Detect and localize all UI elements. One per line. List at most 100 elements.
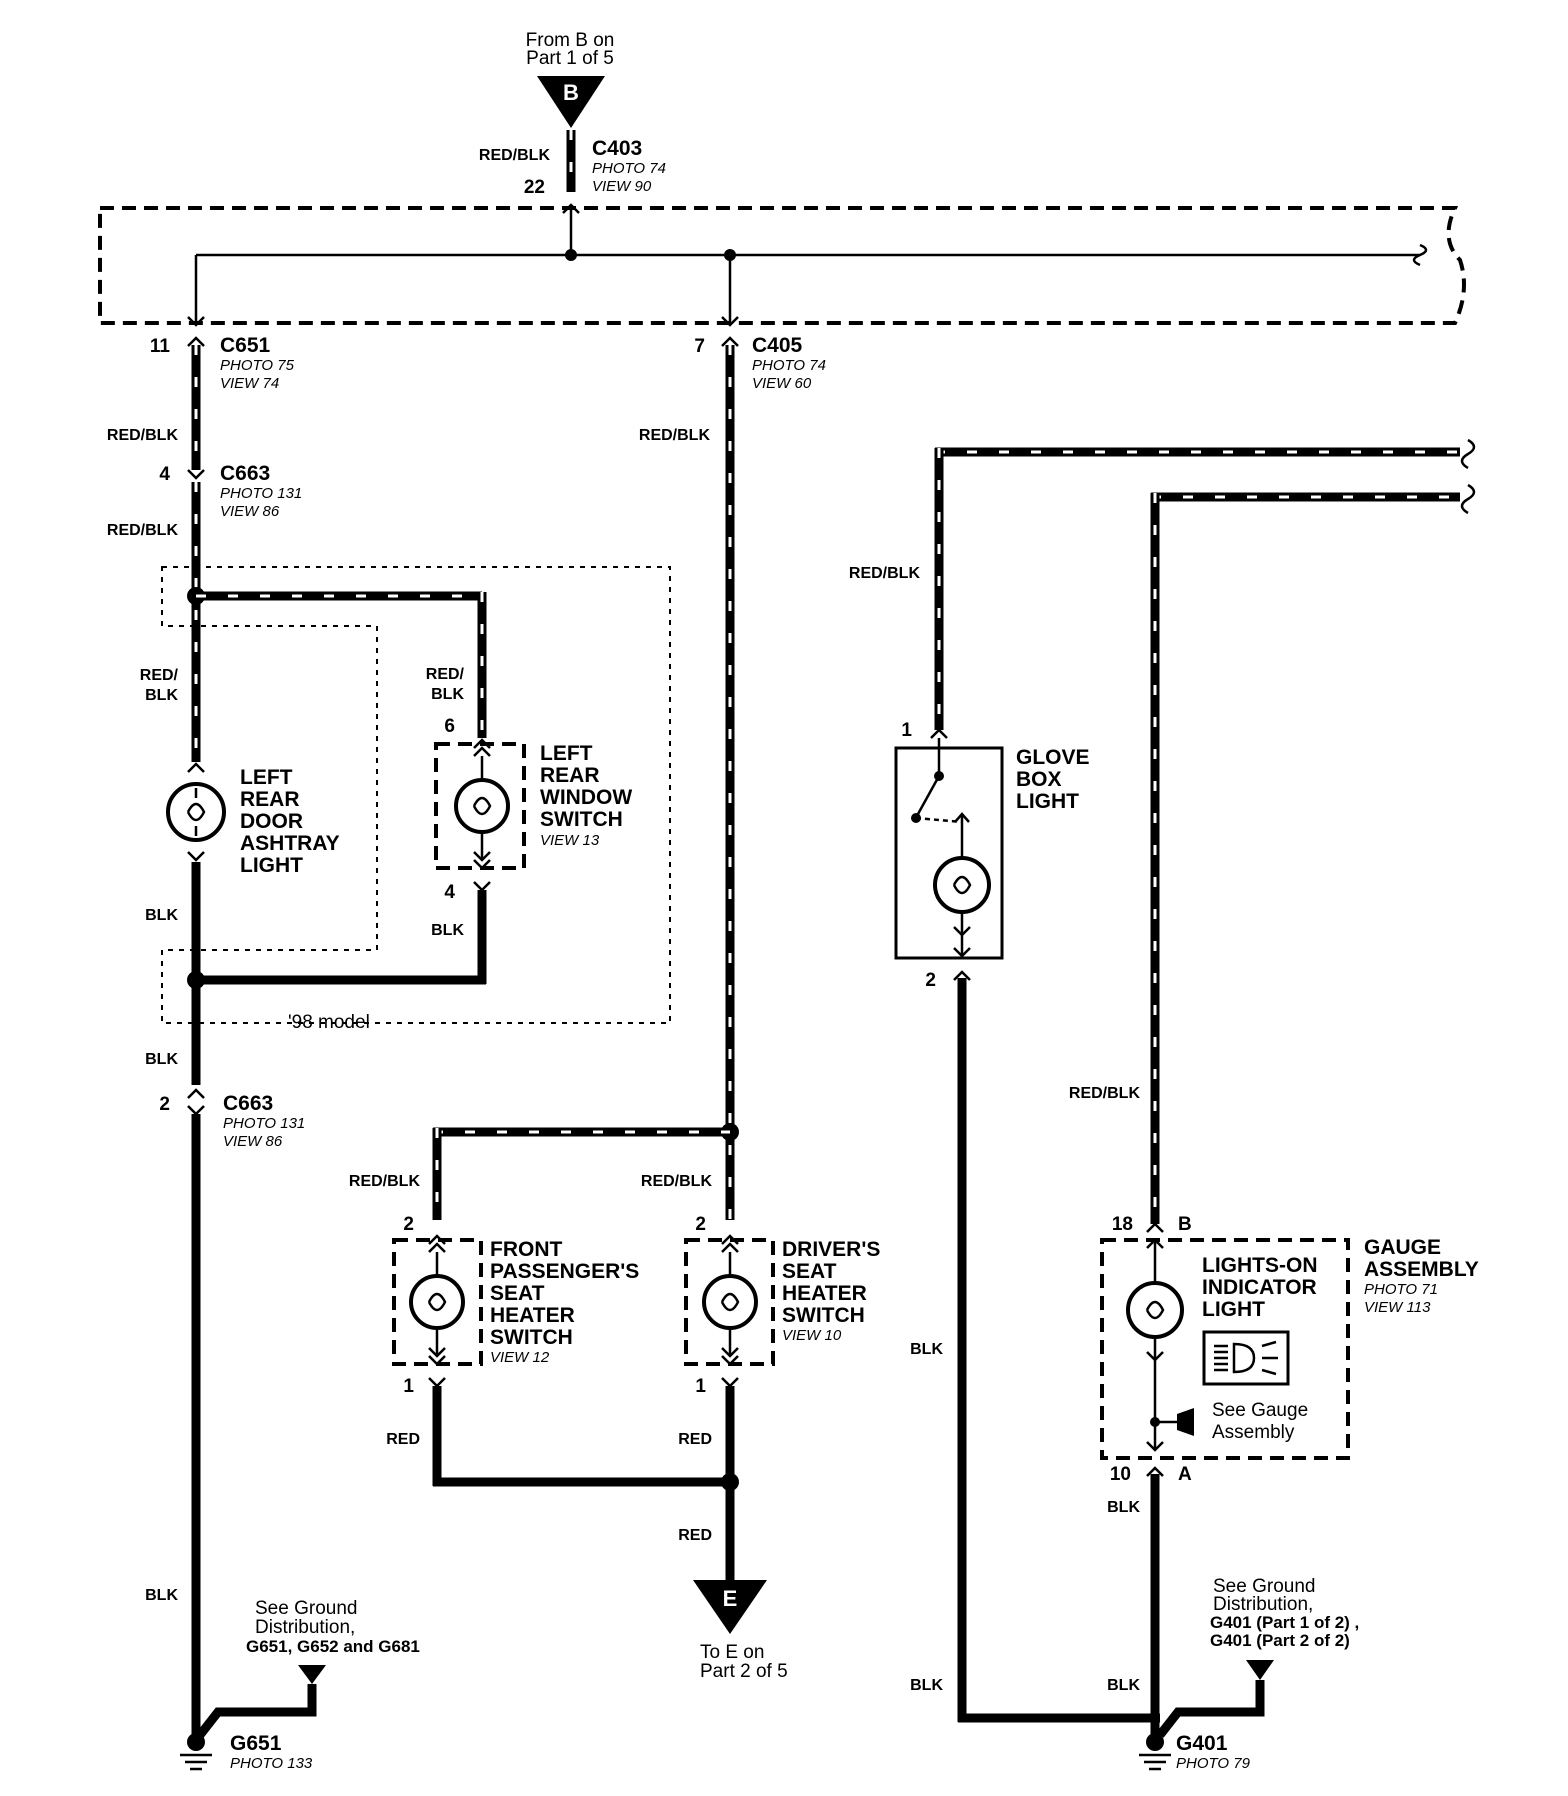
g651-see-1: See Ground [255, 1598, 357, 1619]
c651-view: VIEW 74 [220, 375, 279, 392]
g401-see-2: Distribution, [1213, 1594, 1313, 1615]
drv-seat-view: VIEW 10 [782, 1327, 842, 1344]
c403-wire-color: RED/BLK [479, 147, 551, 164]
g401-node [1146, 1733, 1164, 1751]
c651-photo: PHOTO 75 [220, 357, 295, 374]
window-switch-label-1: LEFT [540, 742, 593, 765]
gauge-see-2: Assembly [1212, 1422, 1295, 1443]
pass-seat-terminal-bottom-icon [428, 1347, 446, 1366]
window-switch-box [434, 742, 526, 870]
window-switch-terminal-icon [473, 738, 491, 757]
indicator-label-2: INDICATOR [1202, 1276, 1317, 1299]
window-switch-label-2: REAR [540, 764, 600, 787]
window-switch-conn-icon [473, 881, 491, 892]
glove-box-ground-color-lower: BLK [910, 1677, 943, 1694]
c403-photo: PHOTO 74 [592, 160, 666, 177]
ashtray-label-3: DOOR [240, 810, 303, 833]
glove-box-label-3: LIGHT [1016, 790, 1079, 813]
window-switch-pin-top: 6 [444, 716, 455, 737]
g651-ground-icon [180, 1753, 212, 1771]
drv-seat-pin-bottom: 1 [695, 1376, 706, 1397]
gauge-terminal-bottom-icon [1146, 1351, 1164, 1452]
g401-photo: PHOTO 79 [1176, 1755, 1251, 1772]
gauge-pin-bottom: 10 [1110, 1464, 1131, 1485]
drv-seat-pin-top: 2 [695, 1214, 706, 1235]
window-switch-label-3: WINDOW [540, 786, 632, 809]
gauge-photo: PHOTO 71 [1364, 1281, 1438, 1298]
drv-seat-label-3: HEATER [782, 1282, 867, 1305]
pass-seat-label-4: HEATER [490, 1304, 575, 1327]
glove-box-break-icon [1460, 438, 1476, 470]
pass-seat-filament-icon [427, 1252, 447, 1354]
gauge-ground-conn-icon [1146, 1466, 1164, 1477]
ashtray-filament-icon [186, 788, 206, 836]
destination-letter: E [723, 1586, 738, 1611]
pass-seat-out-color: RED [386, 1431, 420, 1448]
c663b-name: C663 [223, 1092, 273, 1115]
g651-photo: PHOTO 133 [230, 1755, 313, 1772]
window-switch-ground-color: BLK [431, 922, 464, 939]
c663b-photo: PHOTO 131 [223, 1115, 305, 1132]
destination-label-line1: To E on [700, 1642, 764, 1663]
indicator-label-3: LIGHT [1202, 1298, 1265, 1321]
glove-box-pin-bottom: 2 [925, 970, 936, 991]
gauge-label-1: GAUGE [1364, 1236, 1441, 1259]
glove-box-conn-icon [930, 728, 948, 739]
ashtray-wire-color-a: RED/ [140, 667, 179, 684]
ashtray-label-2: REAR [240, 788, 300, 811]
glove-box-ground-color: BLK [910, 1341, 943, 1358]
c405-wire-color: RED/BLK [639, 427, 711, 444]
window-switch-pin-bottom: 4 [444, 882, 455, 903]
pass-seat-bulb-icon [409, 1274, 465, 1330]
c405-photo: PHOTO 74 [752, 357, 826, 374]
gauge-ground-color-lower: BLK [1107, 1677, 1140, 1694]
ashtray-label-4: ASHTRAY [240, 832, 340, 855]
glove-box-pin-top: 1 [901, 720, 912, 741]
pass-seat-label-1: FRONT [490, 1238, 562, 1261]
c663a-wire-color: RED/BLK [107, 522, 179, 539]
pass-seat-pin-top: 2 [403, 1214, 414, 1235]
drv-seat-conn-icon [721, 1377, 739, 1388]
c663a-name: C663 [220, 462, 270, 485]
gauge-assembly-box [1100, 1238, 1350, 1460]
gauge-pin-top: 18 [1112, 1214, 1133, 1235]
drv-seat-terminal-bottom-icon [721, 1347, 739, 1366]
window-switch-filament-icon [472, 756, 492, 858]
pass-seat-pin-bottom: 1 [403, 1376, 414, 1397]
g651-name: G651 [230, 1732, 282, 1755]
ashtray-label-1: LEFT [240, 766, 293, 789]
pass-seat-view: VIEW 12 [490, 1349, 550, 1366]
g401-see-4: G401 (Part 2 of 2) [1210, 1631, 1350, 1650]
gauge-pin-bottom-letter: A [1178, 1464, 1192, 1485]
ashtray-terminal-bottom-icon [187, 851, 205, 862]
c651-name: C651 [220, 334, 271, 357]
c651-arrow-icon [187, 316, 205, 327]
model-98-note: '98 model [288, 1012, 370, 1033]
glove-box-wire-color: RED/BLK [849, 565, 921, 582]
gauge-label-2: ASSEMBLY [1364, 1258, 1479, 1281]
window-switch-view: VIEW 13 [540, 832, 600, 849]
glove-box-housing [894, 746, 1004, 960]
model-98-region [161, 566, 671, 1024]
c663a-pin: 4 [159, 464, 170, 485]
indicator-label-1: LIGHTS-ON [1202, 1254, 1318, 1277]
gauge-wire-color: RED/BLK [1069, 1085, 1141, 1102]
drv-seat-out-color: RED [678, 1431, 712, 1448]
source-triangle-icon [537, 76, 605, 128]
drv-seat-filament-icon [720, 1252, 740, 1354]
pass-seat-terminal-icon [428, 1234, 446, 1253]
ashtray-bulb-icon [166, 782, 226, 842]
gauge-view: VIEW 113 [1364, 1299, 1431, 1316]
glove-box-bulb-icon [933, 856, 991, 914]
c403-view: VIEW 90 [592, 178, 652, 195]
g651-wire-color: BLK [145, 1587, 178, 1604]
drv-seat-label-2: SEAT [782, 1260, 837, 1283]
glove-box-label-1: GLOVE [1016, 746, 1090, 769]
source-letter: B [563, 80, 579, 105]
drv-seat-terminal-icon [721, 1234, 739, 1253]
window-switch-label-4: SWITCH [540, 808, 623, 831]
c663a-photo: PHOTO 131 [220, 485, 302, 502]
c403-name: C403 [592, 137, 642, 160]
gauge-see-1: See Gauge [1212, 1400, 1308, 1421]
